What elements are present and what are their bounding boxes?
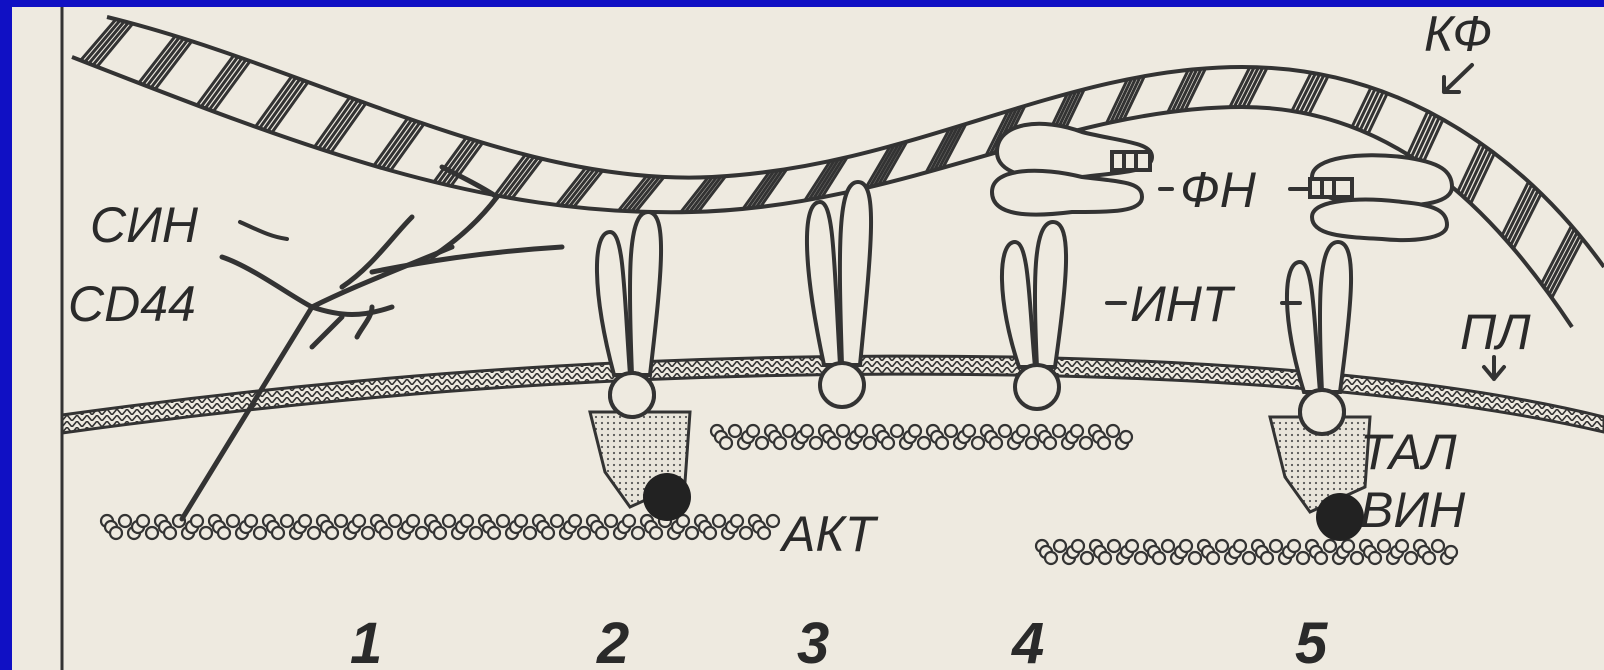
label-tal: ТАЛ	[1360, 427, 1457, 477]
label-vin: ВИН	[1360, 485, 1465, 535]
label-int: ИНТ	[1130, 279, 1232, 329]
site-number-4: 4	[1012, 615, 1044, 670]
site-number-3: 3	[797, 615, 829, 670]
label-fn: ФН	[1180, 165, 1256, 215]
label-syn: СИН	[90, 200, 198, 250]
label-pl: ПЛ	[1460, 307, 1531, 357]
cell-matrix-diagram	[12, 7, 1604, 670]
diagram-paper: КФ ФН ИНТ ПЛ СИН CD44 АКТ ТАЛ ВИН 1 2 3 …	[12, 7, 1604, 670]
syndecan-cd44	[182, 167, 562, 519]
site-number-5: 5	[1295, 615, 1327, 670]
site-number-2: 2	[597, 615, 629, 670]
label-kf: КФ	[1424, 9, 1492, 59]
label-cd44: CD44	[68, 279, 196, 329]
actin-filaments	[101, 425, 1457, 564]
site-number-1: 1	[350, 615, 382, 670]
label-akt: АКТ	[782, 509, 875, 559]
